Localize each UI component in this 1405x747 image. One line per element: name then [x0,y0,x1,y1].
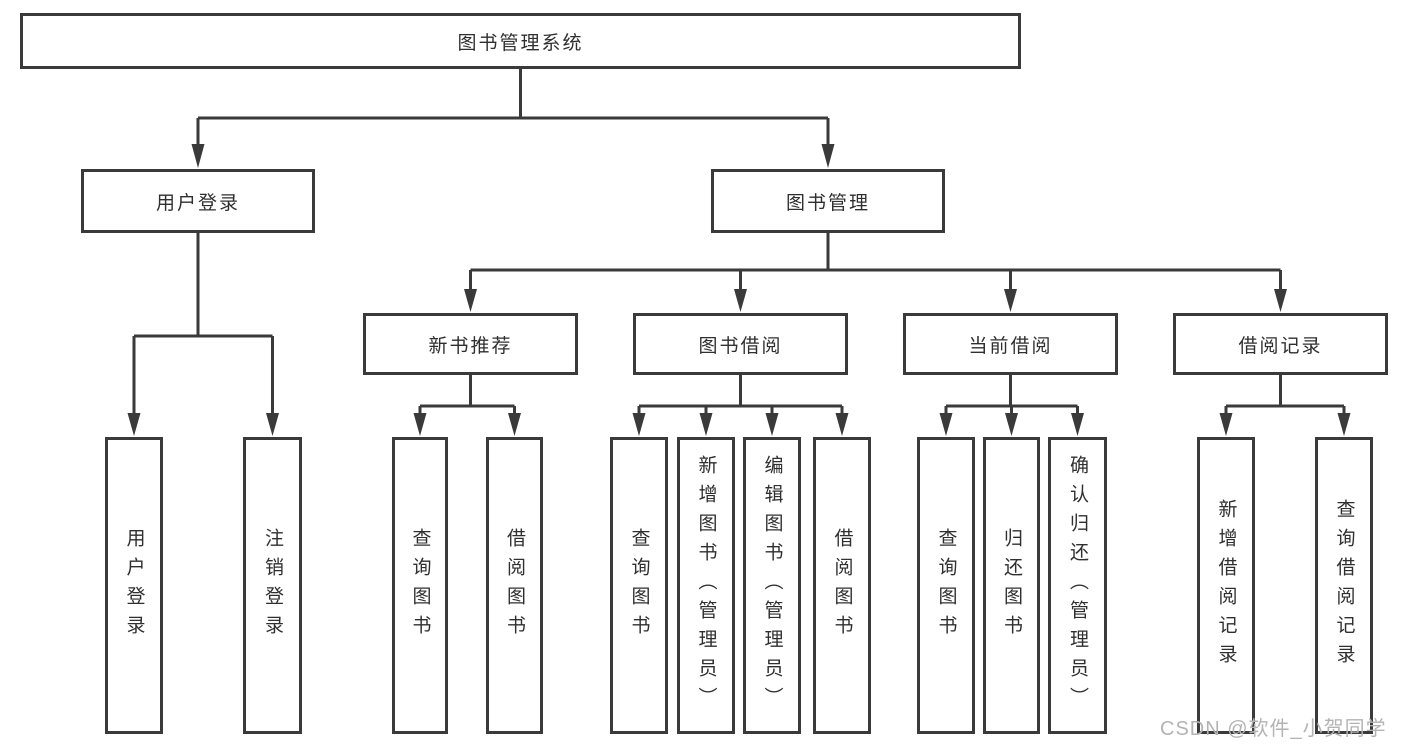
leaf-add-books-admin-label: 新增图书（管理员） [695,455,717,716]
leaf-query-books-1: 查询图书 [392,437,448,734]
leaf-edit-books-admin: 编辑图书（管理员） [743,437,801,734]
node-library-system: 图书管理系统 [20,13,1021,69]
node-new-book-recommend: 新书推荐 [363,313,578,375]
csdn-watermark: CSDN @软件_小贺同学 [1160,718,1387,740]
node-borrow-records: 借阅记录 [1173,313,1388,375]
leaf-confirm-return-admin: 确认归还（管理员） [1048,437,1107,734]
node-book-management: 图书管理 [711,169,945,233]
leaf-query-books-1-label: 查询图书 [409,527,431,644]
leaf-query-books-2: 查询图书 [610,437,668,734]
leaf-edit-books-admin-label: 编辑图书（管理员） [761,455,783,716]
leaf-logout-label: 注销登录 [262,527,283,644]
leaf-add-books-admin: 新增图书（管理员） [677,437,735,734]
leaf-borrow-books-1: 借阅图书 [486,437,543,734]
leaf-query-borrow-record: 查询借阅记录 [1315,437,1373,734]
node-book-management-label: 图书管理 [785,192,870,214]
leaf-return-books: 归还图书 [983,437,1040,734]
leaf-query-books-2-label: 查询图书 [628,527,650,644]
leaf-borrow-books-2: 借阅图书 [813,437,871,734]
leaf-add-borrow-record-label: 新增借阅记录 [1215,498,1237,673]
node-user-login-label: 用户登录 [155,192,240,214]
leaf-borrow-books-2-label: 借阅图书 [831,527,853,644]
node-book-borrow-label: 图书借阅 [698,335,783,357]
node-book-borrow: 图书借阅 [633,313,848,375]
leaf-user-login-label: 用户登录 [123,527,145,644]
node-borrow-records-label: 借阅记录 [1238,335,1323,357]
leaf-query-books-3: 查询图书 [917,437,975,734]
leaf-borrow-books-1-label: 借阅图书 [504,527,525,644]
leaf-confirm-return-admin-label: 确认归还（管理员） [1067,455,1088,716]
leaf-query-borrow-record-label: 查询借阅记录 [1333,498,1355,673]
leaf-query-books-3-label: 查询图书 [935,527,957,644]
node-user-login: 用户登录 [81,169,315,233]
node-current-borrow-label: 当前借阅 [968,335,1053,357]
leaf-user-login: 用户登录 [105,437,163,734]
node-current-borrow: 当前借阅 [903,313,1118,375]
node-new-book-recommend-label: 新书推荐 [428,335,513,357]
leaf-logout: 注销登录 [243,437,302,734]
leaf-add-borrow-record: 新增借阅记录 [1197,437,1255,734]
node-library-system-label: 图书管理系统 [457,32,584,54]
leaf-return-books-label: 归还图书 [1001,527,1022,644]
